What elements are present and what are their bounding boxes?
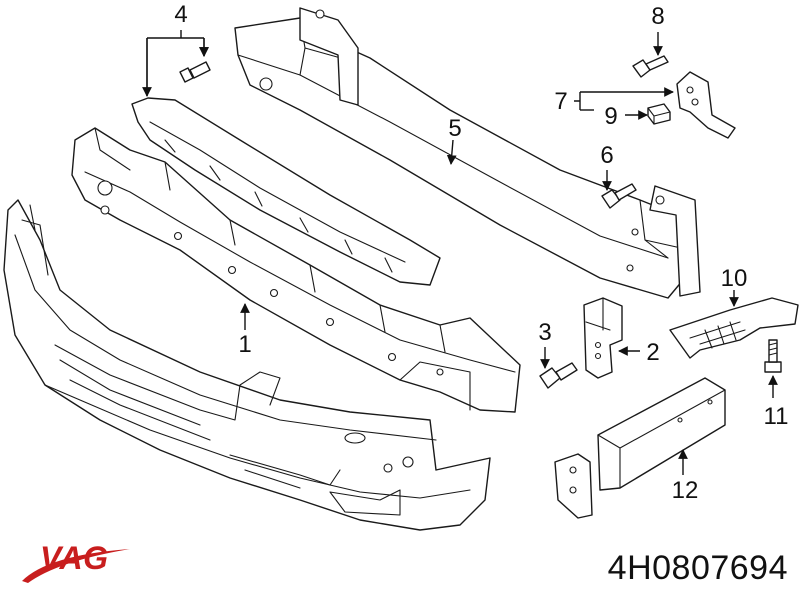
callout-1: 1 — [238, 331, 251, 358]
clip-9 — [647, 103, 671, 125]
callout-4: 4 — [174, 1, 187, 28]
callout-6: 6 — [600, 142, 613, 169]
callout-9: 9 — [604, 103, 617, 130]
brand-logo: VAG — [40, 540, 109, 576]
screw-11 — [764, 339, 782, 373]
mounting-plate-7 — [676, 71, 736, 139]
callout-11: 11 — [764, 403, 789, 430]
callout-10: 10 — [721, 265, 748, 292]
reinforcement-bar — [234, 7, 701, 299]
bolt-3 — [539, 362, 578, 389]
callout-5: 5 — [448, 115, 461, 142]
bumper-cover — [3, 199, 491, 531]
callout-7: 7 — [554, 88, 567, 115]
energy-absorber — [71, 127, 521, 413]
callout-8: 8 — [651, 3, 664, 30]
callout-12: 12 — [672, 477, 699, 504]
small-bracket — [583, 297, 623, 379]
leader-lines — [142, 30, 778, 475]
bolt-6 — [601, 183, 637, 209]
callout-3: 3 — [538, 319, 551, 346]
part-number: 4H0807694 — [607, 549, 788, 587]
carrier-12 — [554, 377, 726, 519]
guide-bracket-10 — [669, 297, 799, 359]
bolt-8 — [632, 55, 669, 78]
upper-absorber — [131, 97, 441, 286]
callout-2: 2 — [646, 339, 659, 366]
bolt-4 — [179, 61, 211, 83]
brand-swoosh-icon — [22, 549, 130, 583]
